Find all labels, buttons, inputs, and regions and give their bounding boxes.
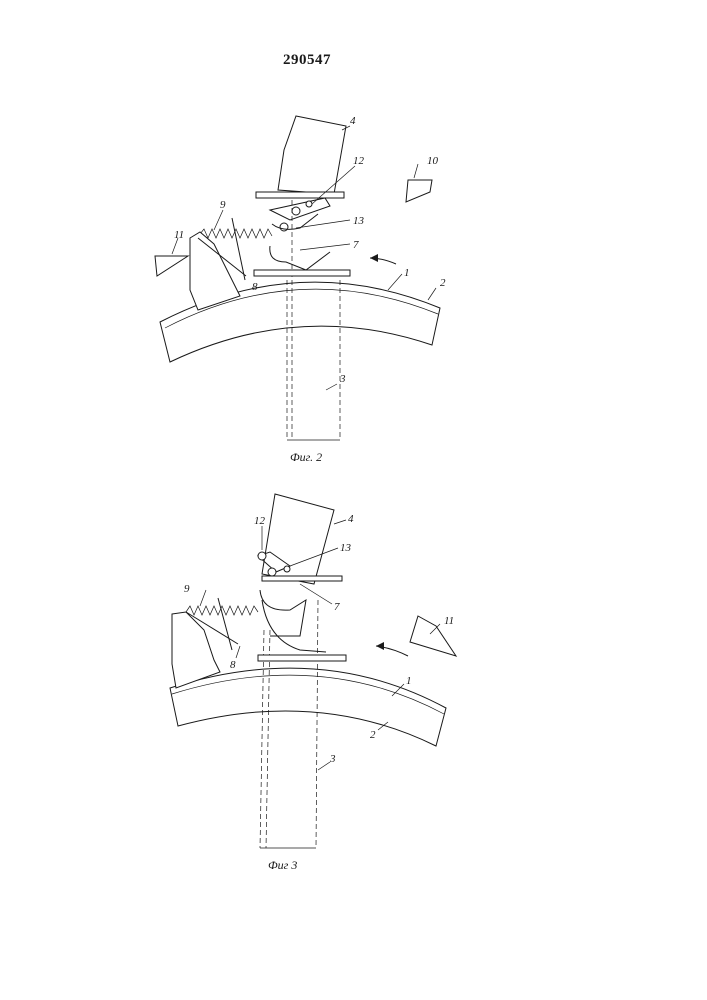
- fig3-label-11: 11: [444, 615, 454, 627]
- fig2-label-13: 13: [353, 215, 365, 227]
- fig2-label-12: 12: [353, 155, 365, 167]
- fig2-label-10: 10: [427, 155, 439, 167]
- figure-3: 12 4 13 9 7 11 8 1 2 3 Фиг 3: [170, 494, 456, 872]
- fig3-label-2: 2: [370, 729, 376, 741]
- fig2-cutter-10: [406, 180, 432, 202]
- fig3-label-4: 4: [348, 513, 354, 525]
- fig3-label-13: 13: [340, 542, 352, 554]
- fig2-rotation-arrow: [370, 254, 396, 264]
- fig3-label-3: 3: [329, 753, 336, 765]
- fig2-shaft: [287, 200, 340, 440]
- fig2-label-7: 7: [353, 239, 359, 251]
- fig3-rotation-arrow: [376, 642, 408, 656]
- fig3-label-8: 8: [230, 659, 236, 671]
- fig2-caption: Фиг. 2: [290, 450, 322, 464]
- fig2-label-9: 9: [220, 199, 226, 211]
- fig2-lever: [270, 198, 330, 270]
- fig2-body-4: [278, 116, 346, 194]
- fig3-shaft: [260, 600, 318, 848]
- fig3-rotor-rim: [170, 668, 446, 746]
- fig3-lower-plate: [258, 655, 346, 661]
- fig2-shoe: [190, 232, 240, 310]
- fig3-upper-plate: [262, 576, 342, 581]
- fig2-lower-plate: [254, 270, 350, 276]
- fig3-label-1: 1: [406, 675, 412, 687]
- fig3-caption: Фиг 3: [268, 858, 297, 872]
- fig2-label-11: 11: [174, 229, 184, 241]
- fig2-cutter-11: [155, 256, 188, 276]
- figure-2: 4 12 10 9 13 11 7 1 8 2 3 Фиг. 2: [155, 115, 446, 464]
- fig3-label-9: 9: [184, 583, 190, 595]
- fig2-label-3: 3: [339, 373, 346, 385]
- fig2-upper-plate: [256, 192, 344, 198]
- fig2-label-1: 1: [404, 267, 410, 279]
- fig2-label-2: 2: [440, 277, 446, 289]
- fig3-label-12: 12: [254, 515, 266, 527]
- fig3-label-7: 7: [334, 601, 340, 613]
- fig2-label-8: 8: [252, 281, 258, 293]
- fig2-label-4: 4: [350, 115, 356, 127]
